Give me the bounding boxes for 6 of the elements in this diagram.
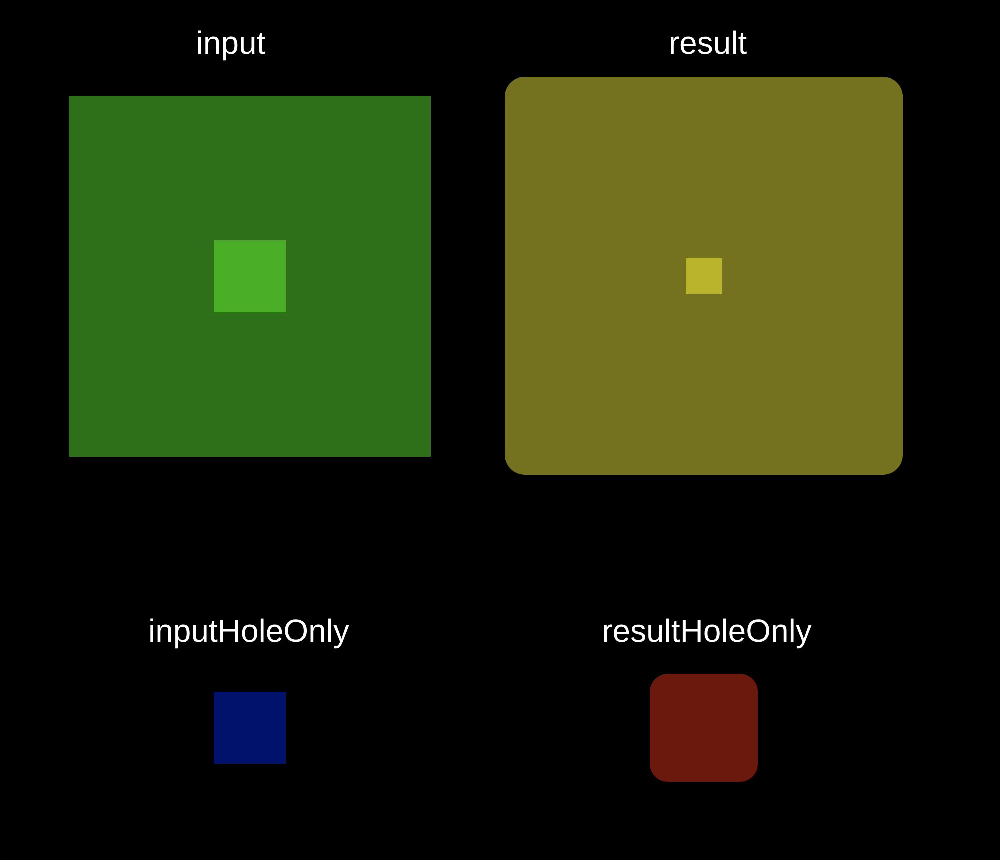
inner-square xyxy=(686,258,722,294)
panel-title: input xyxy=(198,30,266,61)
panel-title: result xyxy=(671,30,747,54)
inner-square xyxy=(214,240,286,312)
panel-title: resultHoleOnly xyxy=(604,618,812,649)
panel-title: inputHoleOnly xyxy=(150,618,350,649)
